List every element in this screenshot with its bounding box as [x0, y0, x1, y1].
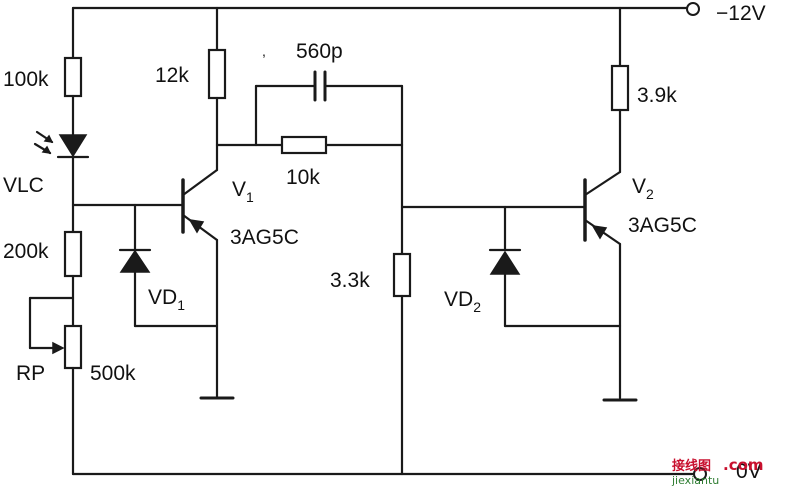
r-3-9k-label: 3.9k: [637, 84, 677, 107]
v2-name-label: V2: [632, 175, 654, 202]
vlc-label: VLC: [3, 174, 44, 197]
watermark-domain: .com: [723, 456, 764, 474]
supply-zero-label: 0V: [736, 460, 762, 483]
watermark-logo: 接线图 .com jiexiantu: [671, 456, 764, 486]
rp-label: RP: [16, 362, 45, 385]
supply-neg-label: −12V: [716, 2, 766, 25]
r-3-3k-label: 3.3k: [330, 269, 370, 292]
transistor-v2: [583, 170, 622, 400]
r-200k-label: 200k: [3, 240, 49, 263]
resistor-3-3k: [392, 252, 412, 298]
resistor-3-9k: [610, 64, 630, 112]
resistor-100k: [63, 56, 83, 98]
transistor-v1: [71, 143, 219, 400]
v2-type-label: 3AG5C: [628, 214, 697, 237]
resistor-10k: [280, 135, 328, 155]
capacitor-560p: [254, 70, 404, 147]
r-10k-label: 10k: [286, 166, 320, 189]
v1-stage: [71, 6, 404, 400]
top-rail: [71, 2, 700, 16]
r-100k-label: 100k: [3, 68, 49, 91]
v1-type-label: 3AG5C: [230, 226, 299, 249]
diode-vd1: [118, 203, 219, 328]
resistor-200k: [63, 230, 83, 278]
watermark-site: jiexiantu: [671, 474, 719, 486]
bottom-rail: [71, 467, 707, 481]
left-branch: [28, 6, 90, 476]
rp-value-label: 500k: [90, 362, 136, 385]
watermark-logo-text: 接线图: [672, 458, 711, 474]
v2-stage: [392, 6, 638, 476]
c-560p-label: 560p: [296, 40, 343, 63]
r-12k-label: 12k: [155, 64, 189, 87]
vd2-name-label: VD2: [444, 288, 481, 315]
resistor-12k: [207, 48, 227, 100]
vd1-name-label: VD1: [148, 286, 185, 313]
v1-name-label: V1: [232, 178, 254, 205]
vlc-photodiode: [33, 130, 90, 159]
diode-vd2: [488, 205, 622, 328]
c-mark-label: ,: [262, 43, 266, 59]
